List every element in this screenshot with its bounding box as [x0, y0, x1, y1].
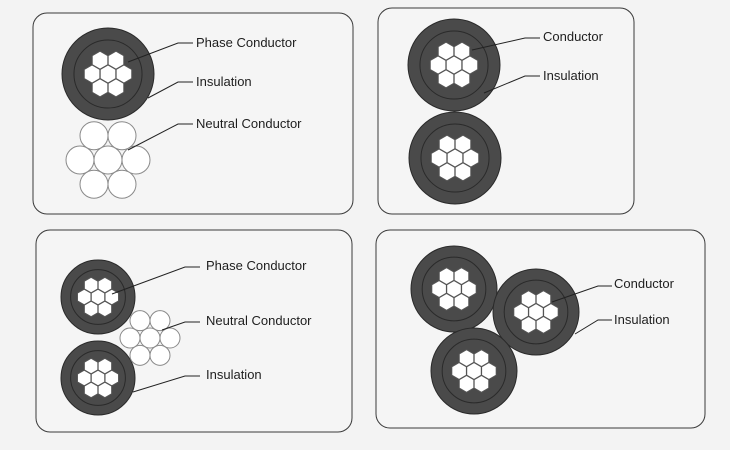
leader-line-neutral [161, 321, 200, 331]
neutral-strand [121, 145, 151, 175]
neutral-conductor-bundle [65, 121, 151, 199]
panel-two-conductors: Conductor Insulation [377, 7, 635, 215]
conductor-strand [438, 267, 455, 286]
neutral-strand [159, 327, 181, 349]
neutral-strand [119, 327, 141, 349]
label-phase-conductor: Phase Conductor [196, 35, 297, 50]
conductor-strand [473, 349, 490, 368]
conductor-strand [453, 69, 471, 89]
conductor-strand [453, 292, 470, 311]
conductor-cable-left [410, 245, 498, 333]
phase-cable-bottom [60, 340, 136, 416]
neutral-strand [107, 121, 137, 151]
conductor-strand [520, 290, 537, 309]
label-conductor: Conductor [543, 29, 604, 44]
panel-phase-neutral: Phase Conductor Insulation Neutral Condu… [32, 12, 354, 215]
label-neutral-conductor: Neutral Conductor [196, 116, 302, 131]
leader-line-insulation [483, 75, 540, 94]
conductor-strand [453, 41, 471, 61]
label-insulation: Insulation [614, 312, 670, 327]
label-neutral-conductor: Neutral Conductor [206, 313, 312, 328]
conductor-strand [473, 374, 490, 393]
conductor-strand [97, 276, 113, 294]
conductor-strand [454, 134, 472, 154]
conductor-strand [454, 162, 472, 182]
neutral-conductor-bundle [119, 310, 181, 366]
label-conductor: Conductor [614, 276, 675, 291]
neutral-strand [149, 344, 171, 366]
conductor-strand [107, 50, 125, 70]
neutral-strand [65, 145, 95, 175]
panel-three-conductors: Conductor Insulation [375, 229, 706, 429]
panel-duplex-neutral: Phase Conductor Neutral Conductor Insula… [35, 229, 353, 433]
conductor-strand [437, 41, 455, 61]
conductor-strand [107, 78, 125, 98]
conductor-cable-bottom [430, 327, 518, 415]
conductor-strand [91, 50, 109, 70]
conductor-strand [97, 381, 113, 399]
conductor-strand [97, 357, 113, 375]
phase-cable [61, 27, 155, 121]
leader-line-conductor [551, 285, 612, 303]
conductor-strand [535, 315, 552, 334]
neutral-strand [149, 310, 171, 332]
conductor-strand [97, 300, 113, 318]
label-phase-conductor: Phase Conductor [206, 258, 307, 273]
leader-line-insulation [132, 375, 200, 393]
leader-line-insulation [574, 319, 612, 335]
conductor-strand [83, 276, 99, 294]
neutral-strand [129, 310, 151, 332]
leader-line-phase [111, 266, 200, 295]
label-insulation: Insulation [543, 68, 599, 83]
neutral-strand [139, 327, 161, 349]
conductor-cable-right [492, 268, 580, 356]
leader-line-neutral [127, 123, 193, 151]
label-insulation: Insulation [196, 74, 252, 89]
conductor-strand [458, 349, 475, 368]
phase-cable-top [60, 259, 136, 335]
neutral-strand [107, 169, 137, 199]
neutral-strand [79, 121, 109, 151]
neutral-strand [93, 145, 123, 175]
leader-line-insulation [147, 81, 193, 99]
conductor-strand [453, 267, 470, 286]
neutral-strand [129, 344, 151, 366]
leader-line-conductor [471, 37, 540, 51]
label-insulation: Insulation [206, 367, 262, 382]
conductor-strand [438, 134, 456, 154]
leader-line-phase [127, 42, 193, 63]
conductor-cable-top [407, 18, 501, 112]
neutral-strand [79, 169, 109, 199]
conductor-strand [83, 357, 99, 375]
conductor-cable-bottom [408, 111, 502, 205]
conductor-strand [535, 290, 552, 309]
